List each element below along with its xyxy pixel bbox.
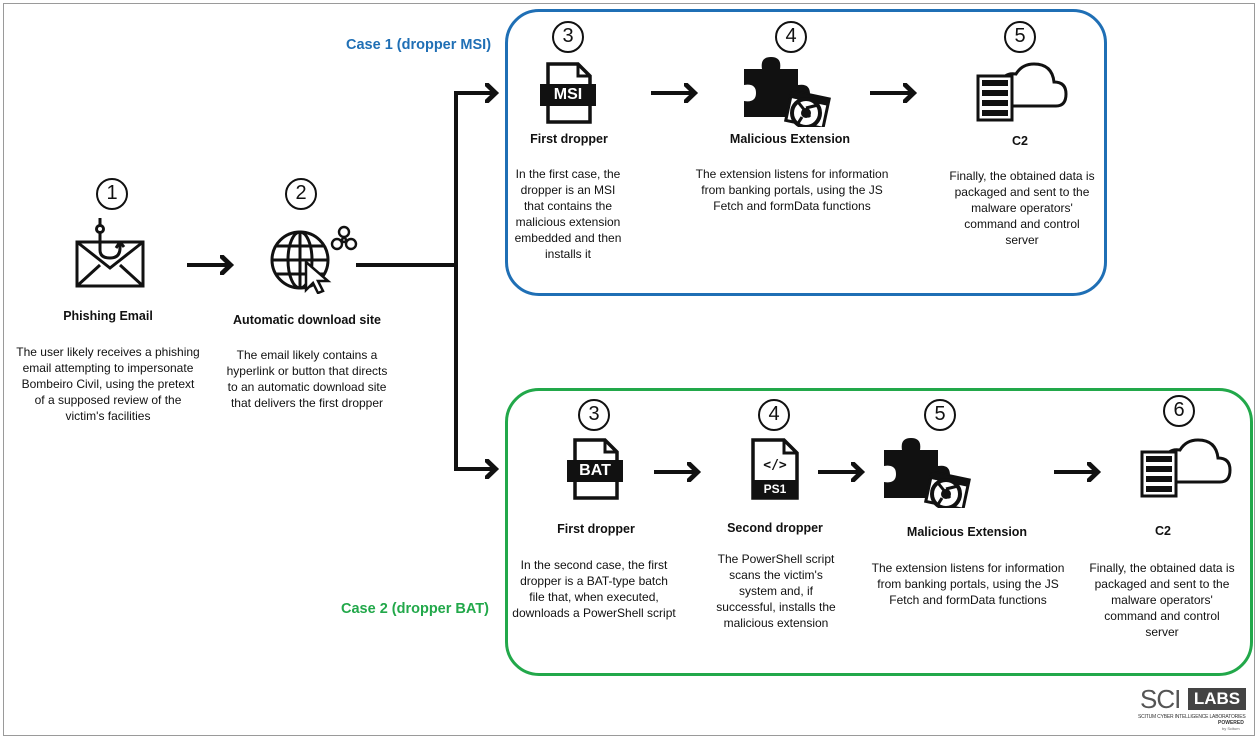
bat-file-icon: BAT (567, 438, 623, 500)
case1-step-5-description: Finally, the obtained data is packaged a… (949, 169, 1095, 247)
step-1-number: 1 (96, 178, 128, 210)
case1-box (505, 9, 1107, 296)
case2-step-3-description: In the second case, the first dropper is… (512, 558, 676, 620)
case1-step-3-number: 3 (552, 21, 584, 53)
case2-box (505, 388, 1253, 676)
case2-step-6-title: C2 (1155, 524, 1171, 538)
case1-label: Case 1 (dropper MSI) (346, 37, 492, 53)
case1-step-4-number: 4 (775, 21, 807, 53)
server-cloud-icon-2 (1140, 438, 1232, 498)
case2-step-4-description: The PowerShell script scans the victim's… (716, 552, 836, 630)
case2-step-5-description: The extension listens for information fr… (871, 561, 1065, 607)
ps1-file-icon: </> PS1 (750, 438, 800, 500)
logo-sci: SCI (1140, 684, 1181, 714)
logo-labs: LABS (1188, 688, 1246, 710)
msi-badge-text: MSI (553, 86, 583, 103)
case1-step-3-description: In the first case, the dropper is an MSI… (514, 167, 622, 261)
msi-file-icon: MSI (540, 62, 596, 124)
step-2-title: Automatic download site (233, 313, 381, 327)
diagram-frame (3, 3, 1255, 736)
bat-badge-text: BAT (579, 462, 611, 479)
case2-step-3-number: 3 (578, 399, 610, 431)
step-2-description: The email likely contains a hyperlink or… (226, 348, 388, 410)
case2-step-4-title: Second dropper (727, 521, 823, 535)
case2-step-5-number: 5 (924, 399, 956, 431)
puzzle-chrome-icon (744, 57, 831, 127)
logo-by: by Scitum (1222, 726, 1240, 731)
case2-step-6-description: Finally, the obtained data is packaged a… (1089, 561, 1235, 639)
ps1-badge-text: PS1 (763, 482, 787, 496)
case1-step-5-title: C2 (1012, 134, 1028, 148)
case1-step-5-number: 5 (1004, 21, 1036, 53)
step-1-description: The user likely receives a phishing emai… (16, 345, 200, 423)
step-2-number: 2 (285, 178, 317, 210)
case1-step-4-description: The extension listens for information fr… (695, 167, 889, 213)
step-1-title: Phishing Email (63, 309, 153, 323)
logo-powered: POWERED (1218, 720, 1244, 726)
scilabs-logo: SCI LABS SCITUM CYBER INTELLIGENCE LABOR… (1138, 686, 1250, 732)
puzzle-chrome-icon-2 (884, 438, 971, 508)
logo-subtitle: SCITUM CYBER INTELLIGENCE LABORATORIES (1138, 714, 1246, 720)
globe-biohazard-icon (270, 225, 358, 294)
ps1-code-glyph: </> (763, 458, 787, 473)
case1-step-3-title: First dropper (530, 132, 608, 146)
server-cloud-icon (976, 62, 1068, 122)
case2-step-3-title: First dropper (557, 522, 635, 536)
case2-step-4-number: 4 (758, 399, 790, 431)
phishing-email-icon (75, 218, 145, 288)
case2-step-5-title: Malicious Extension (906, 525, 1028, 539)
case2-label: Case 2 (dropper BAT) (341, 601, 489, 617)
case2-step-6-number: 6 (1163, 395, 1195, 427)
case1-step-4-title: Malicious Extension (729, 132, 851, 146)
